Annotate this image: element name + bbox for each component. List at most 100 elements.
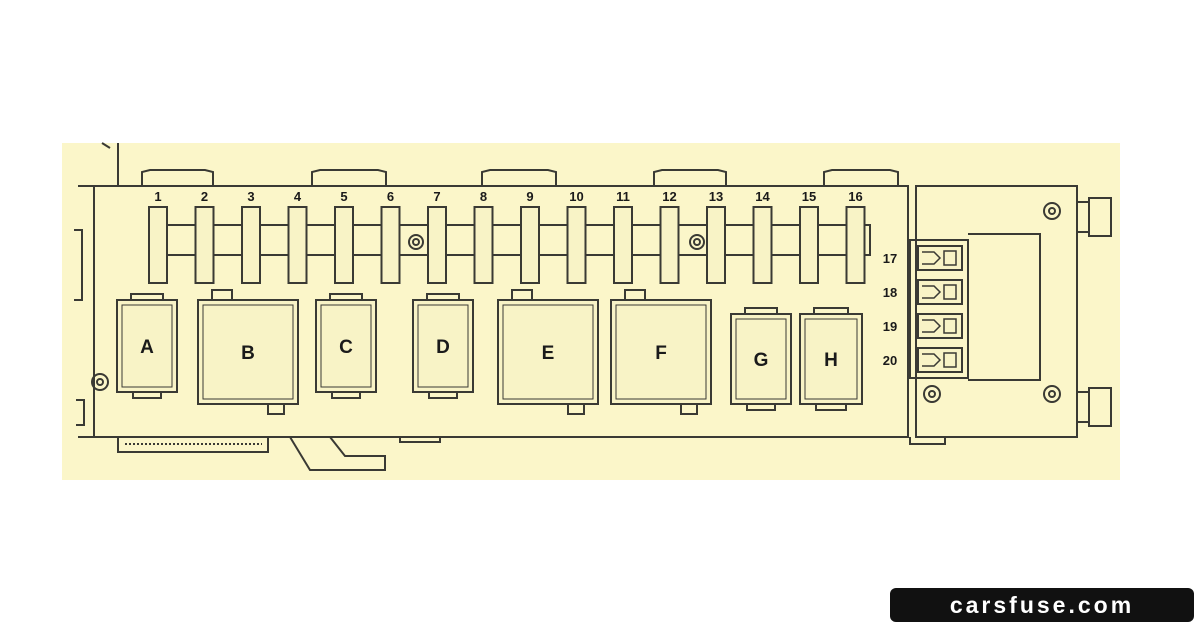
fuse-3: 3: [241, 189, 261, 284]
relay-g: G: [730, 307, 792, 411]
fuse-12: 12: [659, 189, 680, 284]
fuse-blade: [922, 319, 942, 333]
fuse-number: 9: [526, 189, 533, 204]
fuse-number: 15: [802, 189, 816, 204]
relay-inner-outline: [320, 304, 372, 388]
fuse-body: [427, 206, 447, 284]
relay-inner-outline: [121, 304, 173, 388]
fuse-body: [706, 206, 726, 284]
fuse-7: 7: [427, 189, 447, 284]
fuse-17: 17: [883, 245, 963, 271]
mounting-holes: [91, 202, 1061, 403]
fuse-13: 13: [706, 189, 726, 284]
fuse-blade: [922, 353, 942, 367]
relay-row: A B C D E F G H: [116, 289, 863, 415]
fuse-body: [566, 206, 587, 284]
fuse-body: [799, 206, 819, 284]
main-housing: [74, 142, 946, 471]
fuse-body: [659, 206, 680, 284]
fuse-number: 8: [480, 189, 487, 204]
fuse-16: 16: [845, 189, 866, 284]
fuse-blade: [922, 285, 942, 299]
fuse-14: 14: [752, 189, 773, 284]
relay-label: G: [754, 350, 769, 371]
relay-a: A: [116, 293, 178, 399]
fuse-body: [917, 279, 963, 305]
relay-body: [799, 313, 863, 405]
fuse-number: 12: [662, 189, 676, 204]
fuse-contact: [943, 318, 957, 334]
fuse-2: 2: [194, 189, 215, 284]
fuse-number: 11: [616, 189, 630, 204]
relay-inner-outline: [502, 304, 594, 400]
relay-label: F: [655, 343, 667, 364]
relay-label: C: [339, 337, 353, 358]
fuse-number: 14: [755, 189, 770, 204]
relay-b: B: [197, 289, 299, 415]
top-clips: [141, 169, 899, 186]
relay-f: F: [610, 289, 712, 415]
fuse-body: [148, 206, 168, 284]
fuse-number: 17: [883, 251, 897, 266]
fuse-18: 18: [883, 279, 963, 305]
fuse-20: 20: [883, 347, 963, 373]
fuse-number: 16: [848, 189, 862, 204]
relay-d: D: [412, 293, 474, 399]
relay-label: E: [542, 343, 555, 364]
fuse-contact: [943, 284, 957, 300]
fuse-number: 3: [247, 189, 254, 204]
fuse-number: 5: [340, 189, 347, 204]
fuse-body: [520, 206, 540, 284]
relay-label: B: [241, 343, 255, 364]
side-module: [909, 185, 1112, 438]
fuse-body: [380, 206, 401, 284]
relay-label: H: [824, 350, 838, 371]
fuse-8: 8: [473, 189, 494, 284]
relay-body: [116, 299, 178, 393]
watermark-logo: carsfuse.com: [890, 588, 1194, 622]
fuse-6: 6: [380, 189, 401, 284]
fuse-number: 2: [201, 189, 208, 204]
fuse-number: 13: [709, 189, 723, 204]
fuse-body: [845, 206, 866, 284]
fuse-10: 10: [566, 189, 587, 284]
fuse-body: [241, 206, 261, 284]
fuse-number: 7: [433, 189, 440, 204]
relay-body: [315, 299, 377, 393]
fuse-number: 6: [387, 189, 394, 204]
relay-label: A: [140, 337, 154, 358]
fuse-body: [613, 206, 633, 284]
fuse-19: 19: [883, 313, 963, 339]
fuse-number: 19: [883, 319, 897, 334]
fuse-body: [194, 206, 215, 284]
relay-body: [730, 313, 792, 405]
fuse-15: 15: [799, 189, 819, 284]
relay-inner-outline: [735, 318, 787, 400]
fuse-body: [473, 206, 494, 284]
fuse-number: 18: [883, 285, 897, 300]
fuse-4: 4: [287, 189, 308, 284]
side-fuse-column: 17 18 19 20: [883, 245, 963, 373]
fuse-number: 10: [569, 189, 583, 204]
relay-inner-outline: [804, 318, 858, 400]
relay-body: [197, 299, 299, 405]
relay-body: [497, 299, 599, 405]
fuse-number: 4: [294, 189, 302, 204]
fuse-11: 11: [613, 189, 633, 284]
fuse-blade: [922, 251, 942, 265]
fuse-number: 1: [154, 189, 161, 204]
relay-label: D: [436, 337, 450, 358]
fuse-body: [752, 206, 773, 284]
fuse-body: [334, 206, 354, 284]
relay-inner-outline: [202, 304, 294, 400]
fuse-number: 20: [883, 353, 897, 368]
relay-h: H: [799, 307, 863, 411]
relay-body: [412, 299, 474, 393]
fuse-5: 5: [334, 189, 354, 284]
fuse-contact: [943, 250, 957, 266]
fuse-body: [287, 206, 308, 284]
fuse-1: 1: [148, 189, 168, 284]
fuse-9: 9: [520, 189, 540, 284]
relay-c: C: [315, 293, 377, 399]
